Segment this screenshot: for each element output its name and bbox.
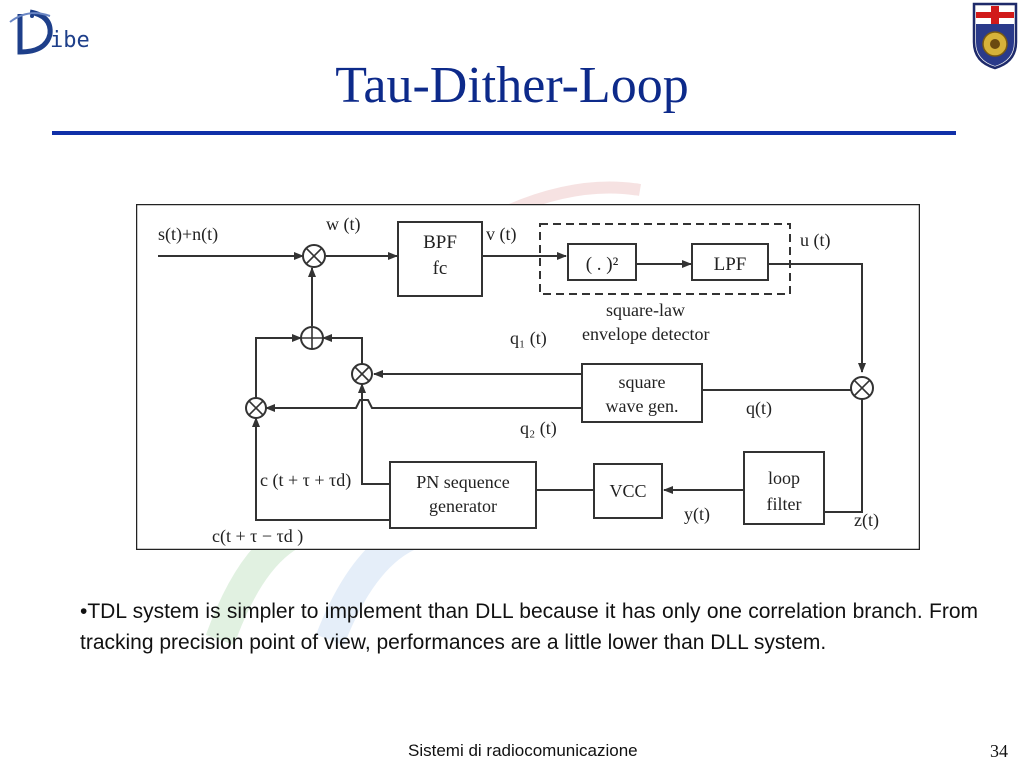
lpf-label: LPF	[714, 254, 747, 275]
vcc-label: VCC	[609, 481, 646, 501]
label-c-plus: c (t + τ + τd)	[260, 470, 351, 491]
logo-text: ibe	[50, 28, 90, 53]
dibe-logo	[9, 9, 53, 55]
label-input: s(t)+n(t)	[158, 224, 218, 245]
university-crest	[972, 2, 1018, 70]
loop-filter-label-1: loop	[768, 468, 800, 488]
bpf-fc-label: fc	[433, 258, 448, 279]
label-y: y(t)	[684, 504, 710, 525]
tau-dither-loop-diagram: BPF fc ( . )² LPF square wave gen. PN se…	[136, 204, 920, 550]
lpf-block	[691, 243, 769, 281]
label-w: w (t)	[326, 214, 361, 235]
square-wave-label-2: wave gen.	[606, 396, 679, 416]
footer-text: Sistemi di radiocomunicazione	[408, 741, 638, 760]
page-title: Tau-Dither-Loop	[335, 57, 689, 114]
bpf-block	[397, 221, 483, 297]
label-q1: q₁ (t)	[510, 328, 547, 349]
bpf-label: BPF	[423, 232, 457, 253]
square-wave-label-1: square	[619, 372, 666, 392]
label-detector-1: square-law	[606, 300, 685, 320]
label-detector-2: envelope detector	[582, 324, 709, 344]
label-c-minus: c(t + τ − τd )	[212, 526, 303, 547]
label-q2: q₂ (t)	[520, 418, 557, 439]
page-number: 34	[990, 741, 1008, 761]
vcc-block	[593, 463, 663, 519]
label-u: u (t)	[800, 230, 831, 251]
square-wave-block	[581, 363, 703, 423]
title-divider	[52, 131, 956, 135]
loop-filter-block	[743, 451, 825, 525]
body-paragraph: •TDL system is simpler to implement than…	[80, 600, 978, 654]
pn-label-2: generator	[429, 496, 497, 516]
square-block	[567, 243, 637, 281]
label-q: q(t)	[746, 398, 772, 419]
square-label: ( . )²	[586, 254, 619, 275]
label-z: z(t)	[854, 510, 879, 531]
pn-generator-block	[389, 461, 537, 529]
label-v: v (t)	[486, 224, 517, 245]
loop-filter-label-2: filter	[767, 494, 802, 514]
pn-label-1: PN sequence	[416, 472, 509, 492]
